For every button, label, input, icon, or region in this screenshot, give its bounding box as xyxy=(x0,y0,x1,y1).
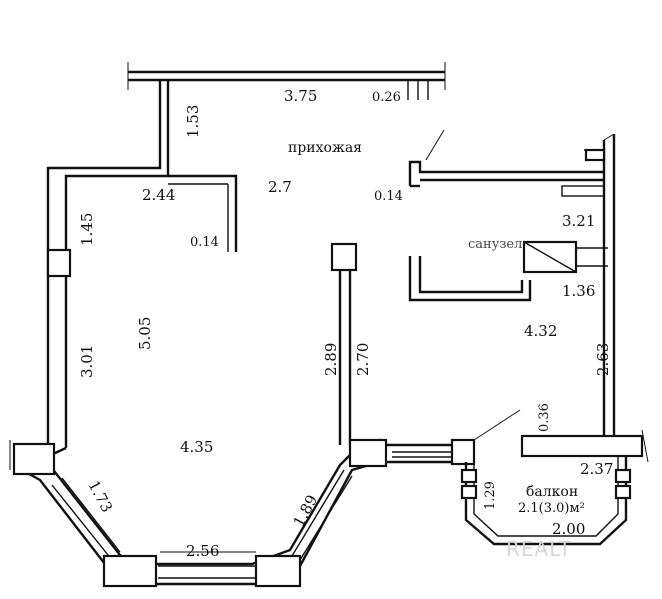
dim-153: 1.53 xyxy=(184,105,202,138)
balcony-area: 2.1(3.0)м² xyxy=(518,501,585,516)
dim-014-b: 0.14 xyxy=(190,235,219,250)
dim-432: 4.32 xyxy=(524,322,557,340)
dim-263: 2.63 xyxy=(594,343,612,376)
corridor-window xyxy=(386,409,521,466)
dim-200: 2.00 xyxy=(552,520,585,538)
dim-321: 3.21 xyxy=(562,212,595,230)
dim-244: 2.44 xyxy=(142,186,175,204)
bay-window xyxy=(9,438,388,588)
dim-435: 4.35 xyxy=(180,438,213,456)
column-left xyxy=(46,248,72,278)
dim-173: 1.73 xyxy=(84,477,116,515)
dim-036: 0.36 xyxy=(537,403,552,432)
watermark: REALT xyxy=(506,537,572,561)
dim-301: 3.01 xyxy=(78,345,96,378)
room-label-bathroom: санузел xyxy=(468,237,522,252)
center-partition xyxy=(338,270,352,445)
left-partition xyxy=(46,80,238,448)
dim-129: 1.29 xyxy=(483,481,498,510)
dim-270: 2.70 xyxy=(354,343,372,376)
bathroom-walls xyxy=(408,129,608,302)
balcony xyxy=(460,429,649,546)
dim-375: 3.75 xyxy=(284,87,317,105)
column-center xyxy=(330,242,358,272)
dim-256: 2.56 xyxy=(186,542,219,560)
dim-145: 1.45 xyxy=(78,213,96,246)
dim-237: 2.37 xyxy=(580,460,613,478)
dim-014-a: 0.14 xyxy=(374,189,403,204)
dim-27: 2.7 xyxy=(268,178,292,196)
dim-289: 2.89 xyxy=(322,343,340,376)
dim-189: 1.89 xyxy=(290,492,322,530)
room-label-balcony: балкон xyxy=(526,484,578,500)
dim-026: 0.26 xyxy=(372,90,401,105)
room-label-hall: прихожая xyxy=(288,140,362,156)
dim-136: 1.36 xyxy=(562,282,595,300)
top-wall xyxy=(127,62,446,100)
dim-505: 5.05 xyxy=(136,317,154,350)
right-wall xyxy=(584,133,616,436)
